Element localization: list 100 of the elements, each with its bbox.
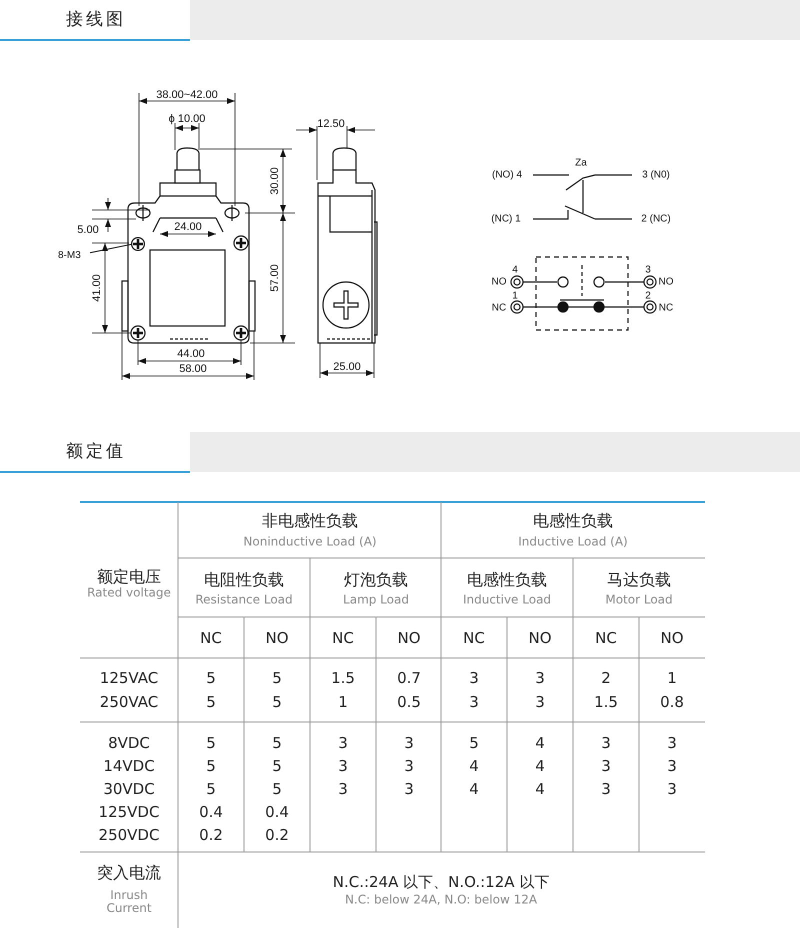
rating-value: 3	[469, 670, 479, 686]
terminal-label: (NO) 4	[492, 170, 522, 180]
rating-value: 0.7	[397, 670, 421, 686]
rating-value: 3	[601, 758, 611, 774]
row-header: 突入电流	[97, 864, 161, 882]
rating-value: 3	[601, 734, 611, 752]
leader-line	[90, 244, 132, 254]
rating-value: 1.5	[331, 670, 355, 686]
rating-value: 0.4	[265, 804, 289, 820]
dimension-label: 12.50	[317, 118, 345, 130]
column-header: NO	[265, 630, 289, 646]
rating-value: 1.5	[594, 694, 618, 710]
rating-value: 0.8	[660, 694, 684, 710]
rating-value: 5	[272, 758, 282, 774]
terminal-label: (NC) 1	[491, 214, 521, 224]
screw-drawing	[131, 236, 145, 250]
rating-value: 2	[601, 670, 611, 686]
rating-value: 0.4	[199, 804, 223, 820]
row-header: 30VDC	[103, 780, 155, 798]
column-header: Inductive Load	[462, 593, 552, 607]
rating-value: 3	[667, 734, 677, 752]
column-header: 马达负载	[607, 571, 671, 589]
row-header: 14VDC	[103, 758, 155, 774]
dimension-label: 58.00	[179, 362, 207, 376]
dimension-label: 41.00	[90, 274, 104, 302]
column-header: 电感性负载	[533, 512, 613, 530]
column-header: Lamp Load	[343, 593, 409, 607]
section-title: 接线图	[66, 10, 126, 30]
terminal-label: 2	[645, 290, 651, 302]
rating-value: 3	[667, 758, 677, 774]
rating-value: 4	[535, 780, 545, 798]
rating-value: 3	[404, 758, 414, 774]
rating-value: 5	[206, 734, 216, 752]
rating-value: 3	[338, 780, 348, 798]
dimension-label: 44.00	[177, 348, 205, 360]
column-header: 额定电压	[97, 568, 161, 586]
row-header: 8VDC	[108, 734, 150, 752]
rating-value: 3	[338, 734, 348, 752]
rating-value: 3	[404, 780, 414, 798]
inrush-value: N.C.:24A 以下、N.O.:12A 以下	[332, 874, 550, 890]
section-title: 额定值	[66, 442, 126, 462]
rating-value: 3	[601, 780, 611, 798]
rating-value: 4	[535, 734, 545, 752]
column-header: Motor Load	[605, 593, 673, 607]
column-header: NC	[595, 630, 617, 646]
rating-value: 0.5	[397, 694, 421, 710]
rating-value: 0.2	[199, 826, 223, 844]
column-header: Resistance Load	[195, 593, 293, 607]
row-header: 250VAC	[100, 694, 158, 710]
terminal-label: 1	[512, 290, 518, 302]
row-header: 125VDC	[98, 804, 160, 820]
terminal-label: NO	[492, 276, 506, 288]
column-header: NC	[463, 630, 485, 646]
column-header: 电感性负载	[467, 571, 547, 589]
rating-value: 5	[272, 734, 282, 752]
row-header: 250VDC	[98, 826, 160, 844]
rating-value: 3	[469, 694, 479, 710]
column-header: 灯泡负载	[344, 571, 408, 589]
terminal-label: 2 (NC)	[641, 214, 671, 224]
column-header: NO	[528, 630, 552, 646]
column-header: NC	[200, 630, 222, 646]
dimension-label: ϕ 10.00	[168, 112, 206, 126]
rating-value: 5	[206, 780, 216, 798]
column-header: NC	[332, 630, 354, 646]
rating-value: 5	[272, 694, 282, 710]
terminal-label: NC	[658, 302, 674, 314]
rating-value: 5	[206, 758, 216, 774]
row-header: Inrush Current	[105, 888, 153, 916]
rating-value: 5	[272, 670, 282, 686]
rating-value: 4	[469, 780, 479, 798]
dimension-label: 38.00~42.00	[156, 88, 218, 102]
rating-value: 3	[535, 670, 545, 686]
terminal-label: NO	[658, 276, 674, 288]
rating-value: 5	[469, 734, 479, 752]
rating-value: 3	[667, 780, 677, 798]
column-header: Noninductive Load (A)	[243, 535, 377, 549]
rating-value: 1	[338, 694, 348, 710]
column-header: Inductive Load (A)	[518, 535, 628, 549]
rating-value: 4	[469, 758, 479, 774]
column-header: 非电感性负载	[262, 512, 358, 530]
terminal-label: Za	[575, 158, 587, 168]
dimension-label: 30.00	[268, 167, 282, 195]
inrush-note: N.C: below 24A, N.O: below 12A	[344, 893, 538, 907]
rating-value: 3	[535, 694, 545, 710]
terminal-label: 4	[512, 264, 518, 276]
callout-label: 8-M3	[58, 249, 90, 263]
rating-value: 3	[338, 758, 348, 774]
column-header: NO	[660, 630, 684, 646]
terminal-label: 3	[645, 264, 651, 276]
column-header: NO	[397, 630, 421, 646]
dimension-label: 24.00	[174, 220, 202, 234]
column-header: 电阻性负载	[204, 571, 284, 589]
dimension-label: 5.00	[77, 224, 99, 236]
rating-value: 5	[206, 694, 216, 710]
column-header: Rated voltage	[87, 586, 171, 600]
terminal-label: 3 (N0)	[642, 170, 670, 180]
rating-value: 5	[272, 780, 282, 798]
dimension-label: 57.00	[268, 264, 282, 292]
row-header: 125VAC	[100, 670, 158, 686]
rating-value: 0.2	[265, 826, 289, 844]
